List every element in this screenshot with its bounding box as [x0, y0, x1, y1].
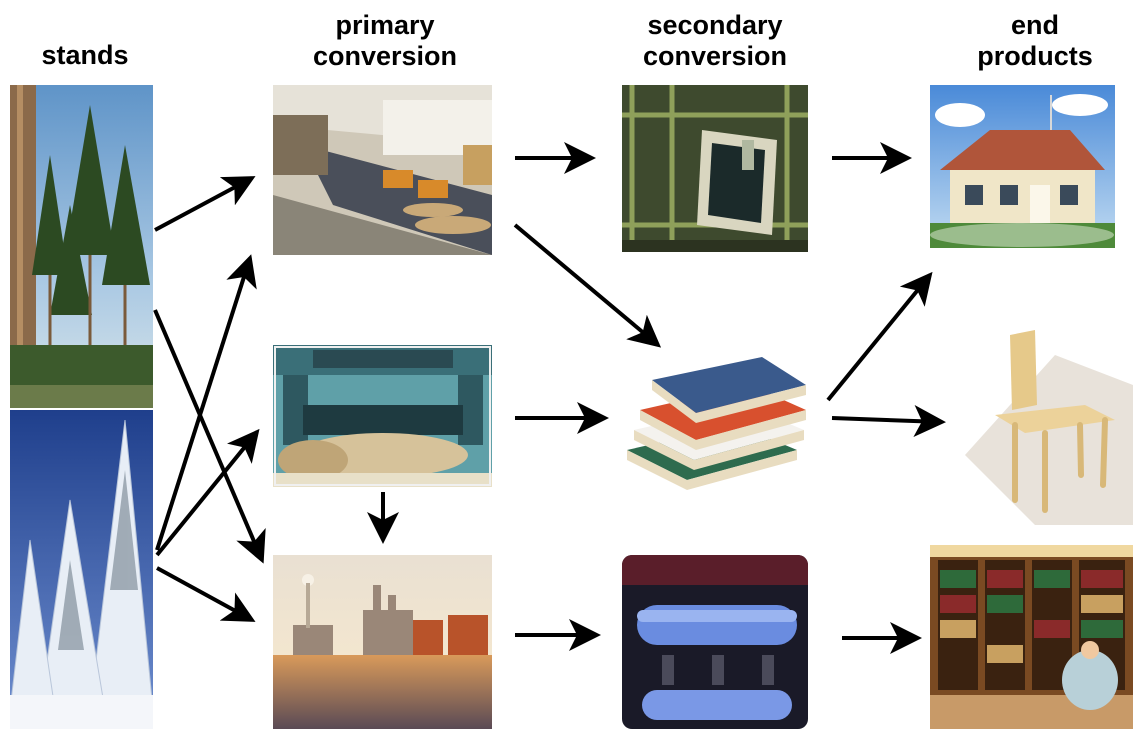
plywood-panels-photo — [622, 355, 808, 500]
bookcase-photo — [930, 545, 1133, 729]
header-secondary-conversion: secondary conversion — [600, 10, 830, 72]
pulp-and-paper-mill-photo — [273, 555, 492, 729]
arrow-spruce-to-sawmill — [155, 254, 257, 551]
arrow-plywood-to-house — [826, 271, 933, 402]
header-end-line1: end — [1010, 10, 1059, 40]
pine-forest-summer-photo — [10, 85, 153, 408]
arrow-spruce-to-veneer — [155, 428, 260, 557]
header-stands: stands — [20, 40, 150, 71]
header-primary-conversion: primary conversion — [280, 10, 490, 72]
arrow-spruce-to-pulp-mill — [156, 566, 256, 622]
veneer-peeling-lathe-photo — [273, 345, 492, 487]
sawmill-photo — [273, 85, 492, 255]
house-photo — [930, 85, 1115, 248]
header-secondary-line1: secondary — [647, 10, 783, 40]
arrow-plywood-to-chair — [831, 404, 946, 437]
paper-machine-rolls-photo — [622, 555, 808, 729]
header-primary-line2: conversion — [312, 41, 458, 71]
chair-photo — [955, 325, 1133, 525]
header-stands-line1: stands — [41, 40, 129, 70]
arrow-sawmill-to-plywood — [513, 223, 662, 348]
arrow-pine-to-pulp-mill — [153, 309, 266, 564]
header-end-line2: products — [977, 41, 1093, 71]
header-primary-line1: primary — [335, 10, 435, 40]
header-end-products: end products — [935, 10, 1133, 72]
window-frame-manufacturing-photo — [622, 85, 808, 252]
header-secondary-line2: conversion — [642, 41, 788, 71]
arrow-pine-to-sawmill — [154, 176, 256, 232]
spruce-forest-winter-photo — [10, 410, 153, 729]
